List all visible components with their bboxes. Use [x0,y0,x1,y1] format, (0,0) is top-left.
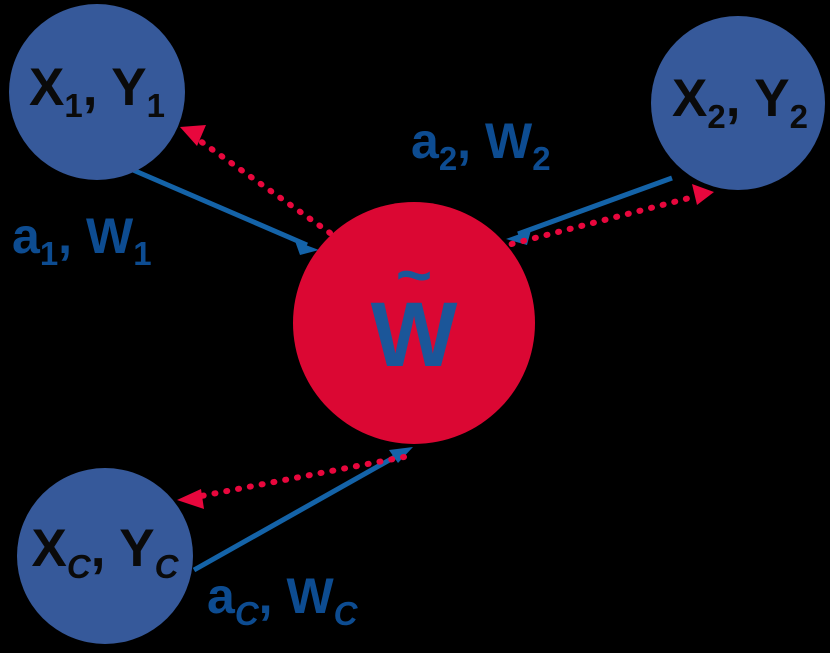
edge-label-1-separator: , [58,208,72,264]
client-node-2-sub-y: 2 [790,98,808,135]
edge-download-1-arrowhead [180,125,206,146]
center-node-tilde-accent: ~ [396,241,432,310]
edge-label-c-base-w: W [286,568,334,624]
edge-download-2 [497,184,714,250]
edge-upload-1-line [132,167,308,248]
edge-download-c [177,454,407,509]
client-node-1-label: X1, Y1 [29,58,165,124]
edge-label-c-sub-a: C [235,595,260,632]
client-node-2-label: X2, Y2 [672,69,808,135]
center-node-circle[interactable] [293,202,535,444]
edge-upload-c-line [192,451,402,573]
edge-label-2-sub-w: 2 [532,140,550,177]
client-node-1-base-y: Y [111,58,146,117]
client-node-1-base-x: X [29,58,64,117]
edge-download-2-arrowhead [692,184,714,205]
client-node-2-base-x: X [672,69,707,128]
client-node-1-space [97,58,111,117]
edge-label-1-base-a: a [12,208,41,264]
edge-label-1-sub-a: 1 [40,235,58,272]
client-node-1[interactable]: X1, Y1 [9,4,185,180]
client-node-c-label: XC, YC [32,519,180,585]
edge-download-1-line [193,135,333,236]
edge-label-2: a2, W2 [411,113,551,177]
edge-label-1-space [72,208,86,264]
edge-label-2-sub-a: 2 [439,140,457,177]
edge-label-c-sub-w: C [334,595,359,632]
edge-label-2-base-w: W [485,113,533,169]
edge-download-c-arrowhead [177,489,204,509]
edge-download-c-line [193,454,407,500]
edge-label-1: a1, W1 [12,208,152,272]
client-node-2-base-y: Y [754,69,789,128]
center-node-glyph: W [371,284,458,386]
edge-label-c-base-a: a [207,568,236,624]
edge-label-2-separator: , [457,113,471,169]
edge-label-2-space [471,113,485,169]
edge-upload-1-arrowhead [295,241,319,255]
edge-upload-1 [132,167,319,255]
client-node-c-sub-y: C [155,548,180,585]
edge-label-2-base-a: a [411,113,440,169]
edge-upload-2 [506,175,673,245]
client-node-2-separator: , [726,69,741,128]
client-node-c-circle[interactable] [17,468,193,644]
client-node-1-separator: , [83,58,98,117]
edge-label-1-sub-w: 1 [133,235,151,272]
edge-label-c-separator: , [259,568,273,624]
client-node-c-separator: , [91,519,106,578]
edge-label-1-base-w: W [86,208,134,264]
edge-download-2-line [497,193,700,250]
client-node-1-circle[interactable] [9,4,185,180]
client-node-2[interactable]: X2, Y2 [651,16,825,190]
edge-download-1 [180,125,333,236]
client-node-2-sub-x: 2 [707,98,725,135]
client-node-c-base-y: Y [119,519,154,578]
client-node-c-space [105,519,119,578]
edges-dotted-group [177,125,714,509]
edge-upload-2-line [517,175,673,237]
client-node-2-circle[interactable] [651,16,825,190]
center-node[interactable]: ~ W [293,202,535,444]
client-node-c-base-x: X [32,519,67,578]
edge-label-c: aC, WC [207,568,359,632]
client-node-2-space [740,69,754,128]
client-node-1-sub-x: 1 [64,87,82,124]
edge-upload-c [192,447,413,573]
client-node-1-sub-y: 1 [147,87,165,124]
client-node-c[interactable]: XC, YC [17,468,193,644]
edge-label-c-space [273,568,287,624]
client-node-c-sub-x: C [67,548,92,585]
